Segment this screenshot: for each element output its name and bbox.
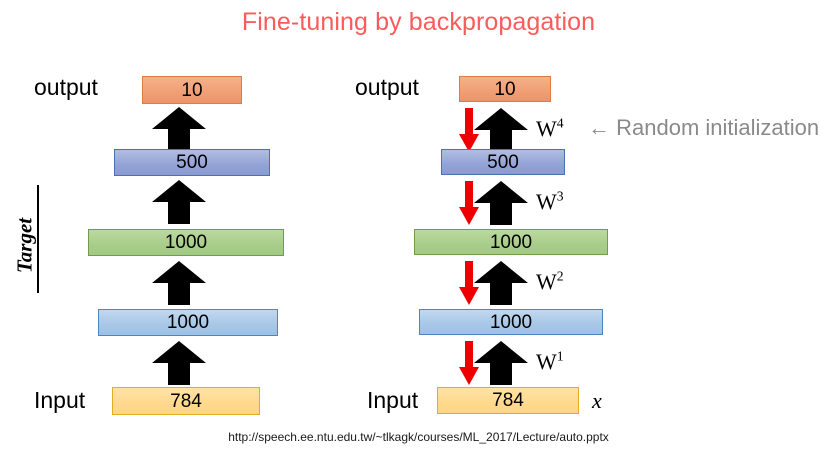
target-label-group: Target <box>4 185 44 305</box>
left-arrow-icon: ← <box>588 115 610 140</box>
right-weight-base-1: W <box>536 349 557 374</box>
right-layer-box-input: 784 <box>437 387 579 414</box>
left-layer-box-output: 10 <box>142 76 242 104</box>
source-url: http://speech.ee.ntu.edu.tw/~tlkagk/cour… <box>228 430 609 444</box>
right-weight-base-4: W <box>536 116 557 141</box>
right-weight-exponent-1: 1 <box>556 348 564 364</box>
left-layer-box-input: 784 <box>112 387 260 415</box>
right-layer-box-1000-green: 1000 <box>414 229 608 255</box>
left-forward-arrow-2 <box>152 261 206 305</box>
right-weight-base-2: W <box>536 269 557 294</box>
left-forward-arrow-1 <box>152 341 206 385</box>
right-backprop-arrow-1 <box>459 341 479 385</box>
right-weight-exponent-2: 2 <box>556 268 564 284</box>
right-layer-box-500: 500 <box>441 149 565 175</box>
input-variable-label: x <box>592 388 602 413</box>
right-weight-label-3: W3 <box>536 188 564 214</box>
right-weight-exponent-3: 3 <box>556 188 564 204</box>
left-forward-arrow-4 <box>152 107 206 151</box>
left-layer-box-1000-green: 1000 <box>88 229 284 256</box>
right-backprop-arrow-3 <box>459 181 479 225</box>
left-output-label: output <box>34 74 98 100</box>
random-initialization-text: Random initialization <box>616 115 820 140</box>
right-forward-arrow-2 <box>474 261 528 305</box>
right-weight-label-4: W4 <box>536 115 564 141</box>
right-weight-base-3: W <box>536 189 557 214</box>
right-forward-arrow-3 <box>474 181 528 225</box>
left-input-label: Input <box>34 387 86 413</box>
right-weight-label-2: W2 <box>536 268 564 294</box>
right-backprop-arrow-2 <box>459 261 479 305</box>
random-initialization-annotation: ← Random initialization <box>588 117 819 139</box>
right-backprop-arrow-4 <box>459 108 479 152</box>
page-title: Fine-tuning by backpropagation <box>241 8 596 36</box>
target-underline <box>37 185 39 293</box>
right-input-label: Input <box>367 387 419 413</box>
right-weight-label-1: W1 <box>536 348 564 374</box>
right-forward-arrow-4 <box>474 108 528 152</box>
left-layer-box-1000-blue: 1000 <box>98 309 278 336</box>
right-layer-box-output: 10 <box>459 76 551 102</box>
left-forward-arrow-3 <box>152 180 206 224</box>
right-weight-exponent-4: 4 <box>556 115 564 131</box>
target-label: Target <box>12 217 37 274</box>
right-forward-arrow-1 <box>474 341 528 385</box>
right-output-label: output <box>355 74 419 100</box>
left-layer-box-500: 500 <box>114 149 270 176</box>
right-layer-box-1000-blue: 1000 <box>419 309 603 335</box>
